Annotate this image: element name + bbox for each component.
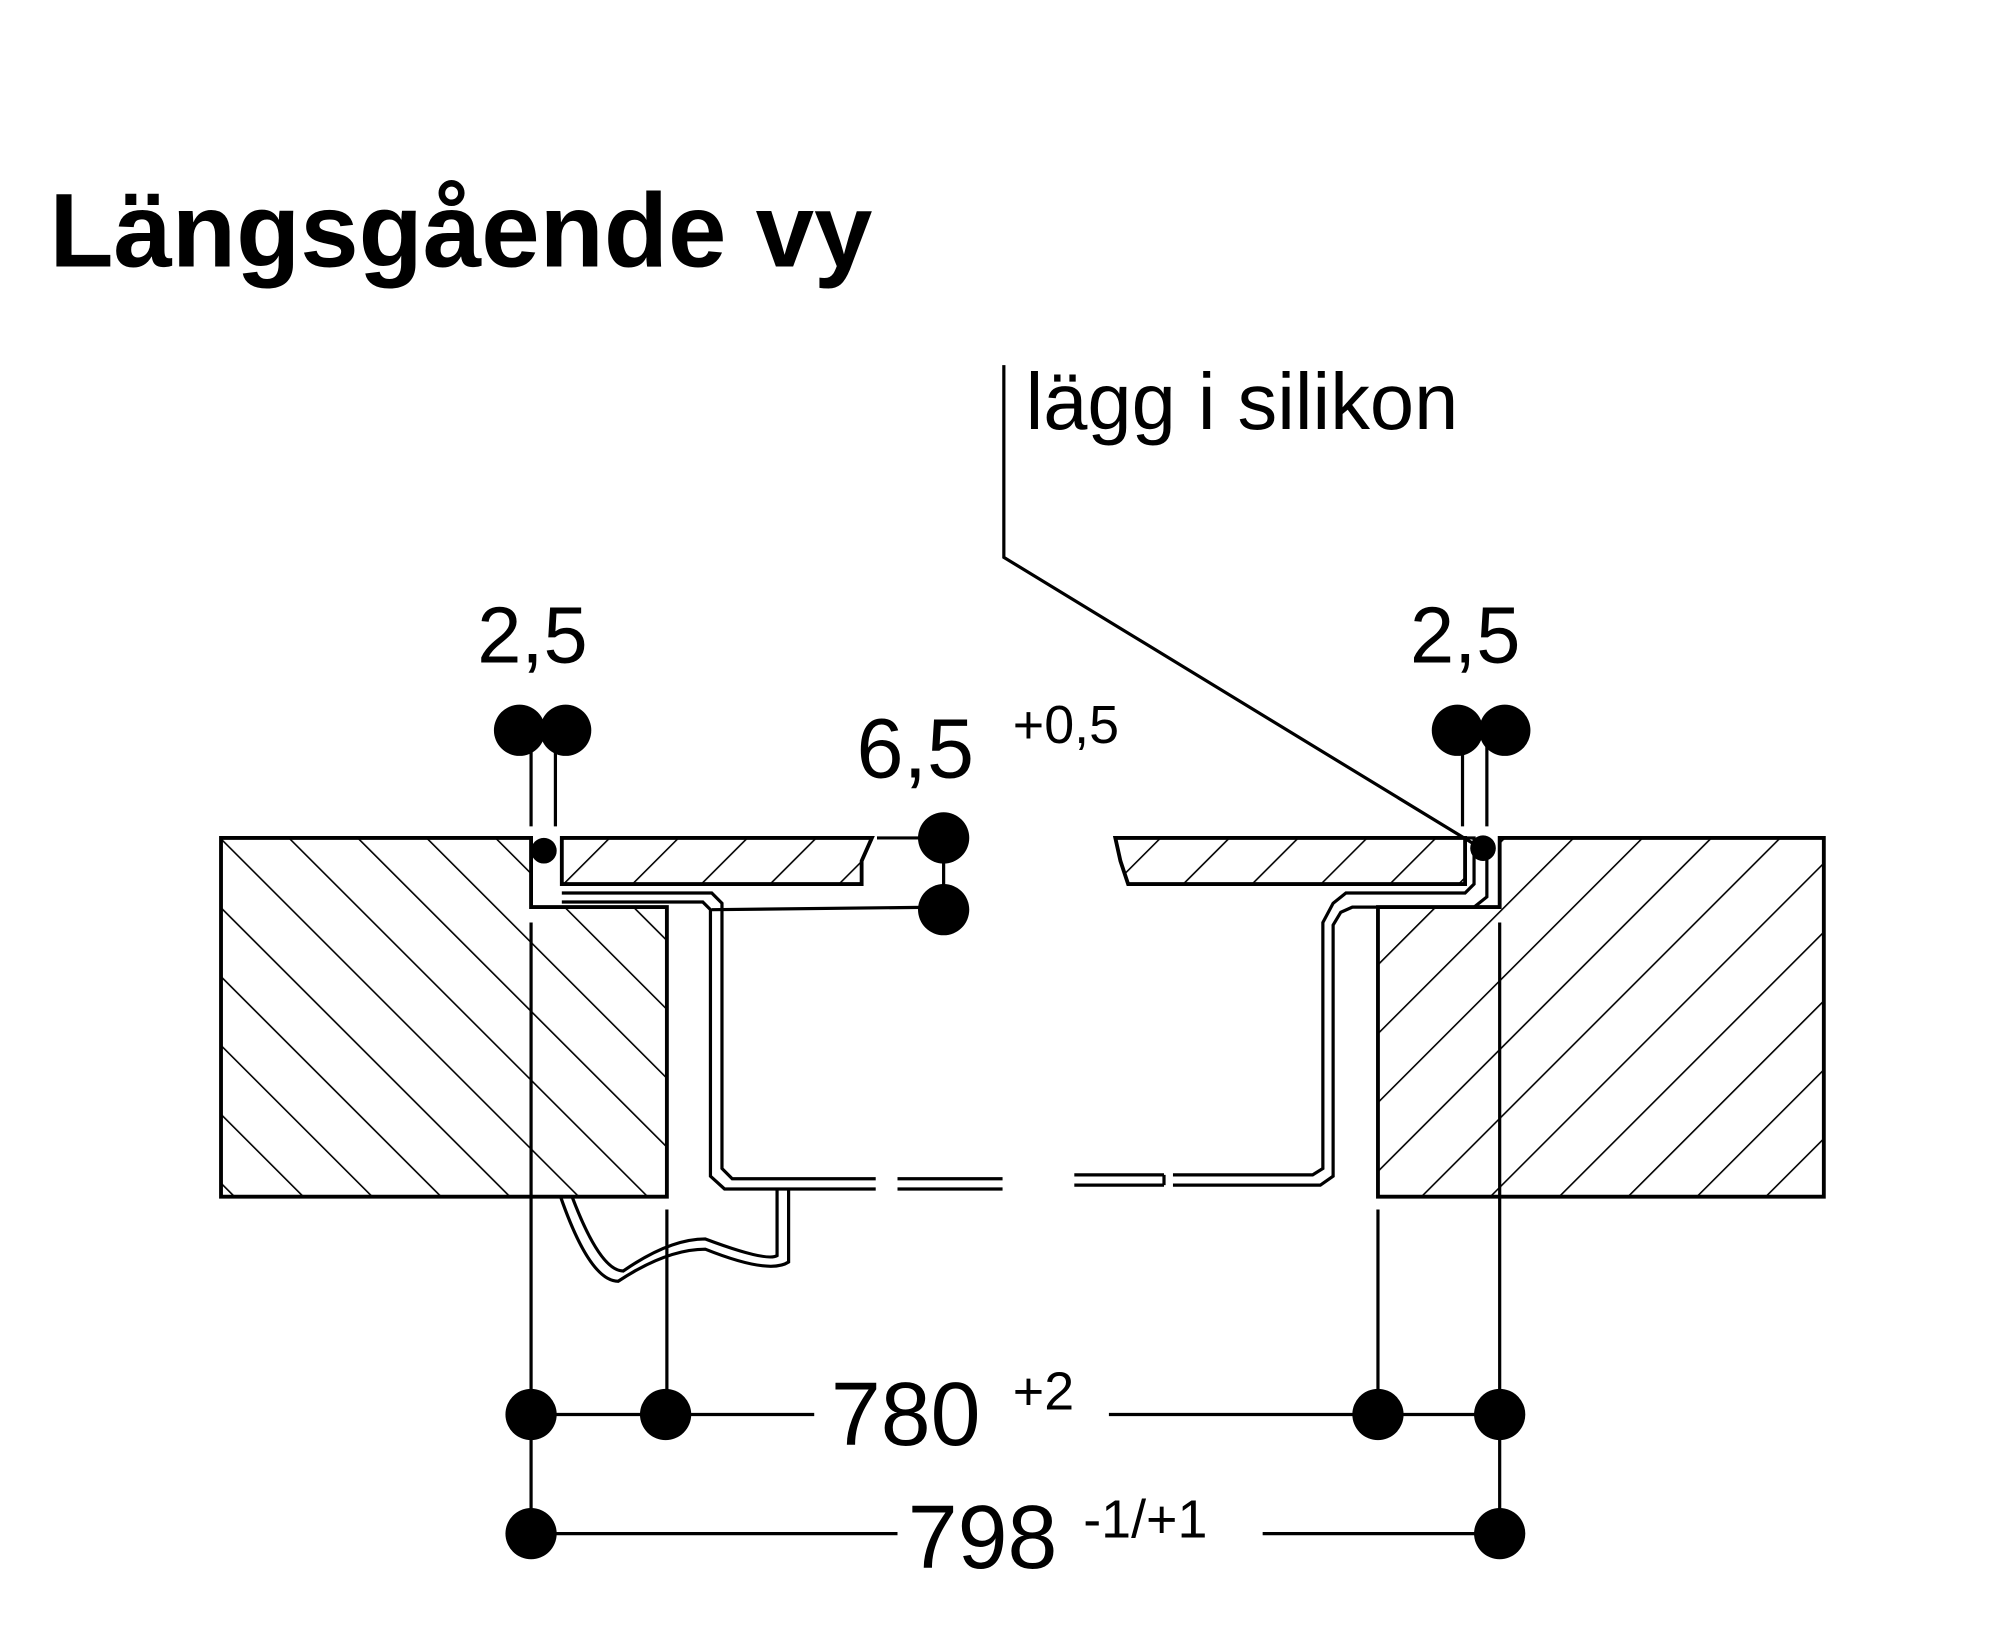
silicone-leader-line [1002, 365, 1478, 847]
glass-ceramic-left [559, 835, 875, 886]
left-gap-label: 2,5 [477, 590, 587, 679]
silicone-annotation: lägg i silikon [1026, 357, 1459, 446]
outer-width-tolerance: -1/+1 [1083, 1489, 1207, 1549]
depth-value: 6,5 [857, 701, 975, 796]
outer-width-value: 798 [908, 1488, 1058, 1588]
worktop-right [1376, 835, 1826, 1199]
hob-frame [529, 836, 1489, 1283]
depth-tolerance: +0,5 [1013, 695, 1119, 755]
diagram-title: Längsgående vy [49, 172, 872, 289]
inner-width-value: 780 [831, 1365, 981, 1465]
inner-width-tolerance: +2 [1013, 1361, 1074, 1421]
right-gap-label: 2,5 [1410, 590, 1520, 679]
glass-ceramic-right [1112, 835, 1468, 886]
dimension-dots [493, 704, 1531, 1560]
